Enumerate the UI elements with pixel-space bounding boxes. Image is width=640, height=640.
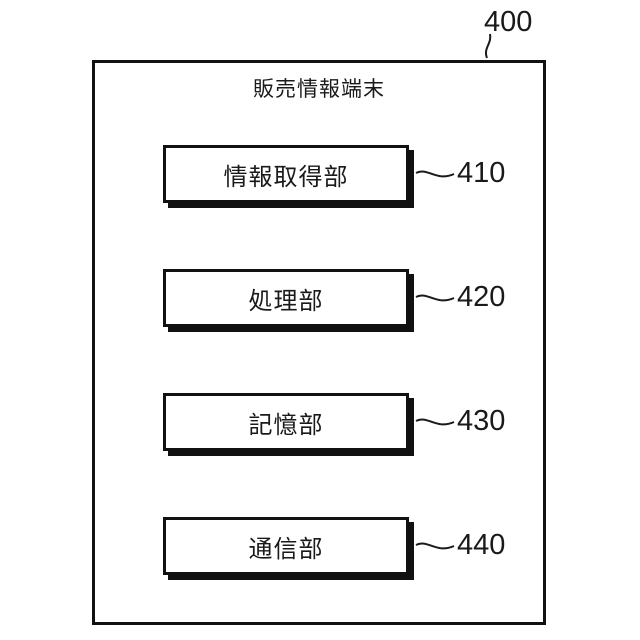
block-2: [163, 269, 409, 327]
ref-number-440: 440: [457, 529, 506, 561]
block-label-1: 情報取得部: [223, 163, 349, 191]
ref-number-410: 410: [457, 157, 506, 189]
ref-number-420: 420: [457, 281, 506, 313]
block-3: [163, 393, 409, 451]
block-4: [163, 517, 409, 575]
block-1: [163, 145, 409, 203]
ref-number-430: 430: [457, 405, 506, 437]
ref-number-400: 400: [484, 6, 533, 38]
block-label-3: 記憶部: [248, 411, 324, 439]
block-label-2: 処理部: [248, 287, 324, 315]
device-title: 販売情報端末: [253, 78, 385, 101]
block-label-4: 通信部: [248, 535, 324, 563]
